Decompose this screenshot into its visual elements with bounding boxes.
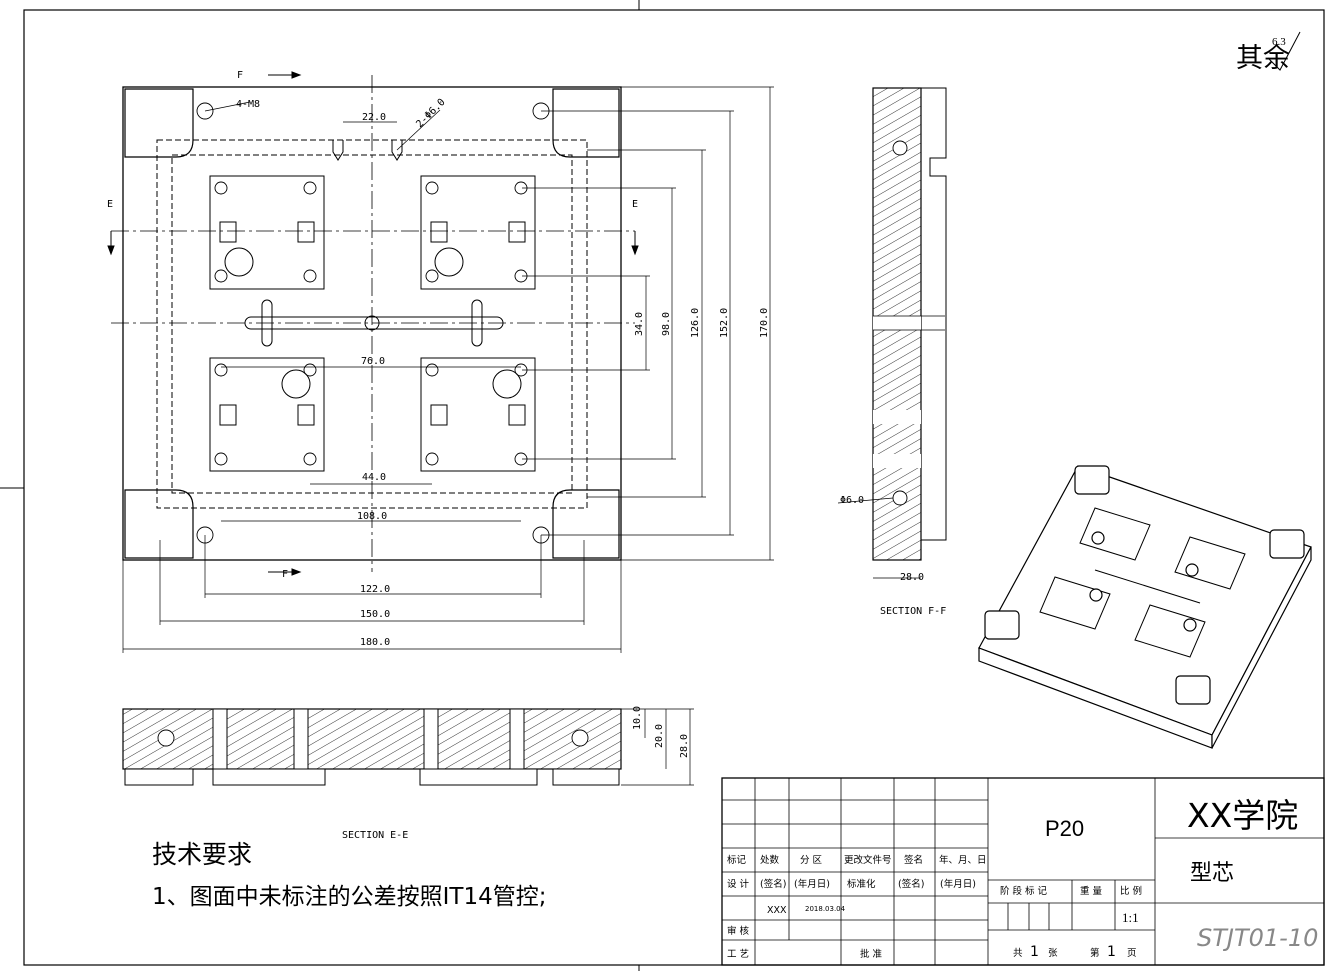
tb-material: P20 — [1045, 816, 1084, 841]
dim-108: 108.0 — [357, 511, 387, 522]
dim-76: 76.0 — [361, 356, 385, 367]
section-ee-title: SECTION E-E — [342, 830, 408, 841]
tb-review: 审 核 — [727, 925, 750, 937]
dim-170: 170.0 — [759, 308, 770, 338]
tb-std: 标准化 — [847, 878, 876, 890]
section-arrows — [107, 71, 639, 576]
tb-h-mark: 标记 — [727, 854, 747, 866]
dim-44: 44.0 — [362, 472, 386, 483]
tb-sign1: (签名) — [760, 878, 786, 890]
dim-22: 22.0 — [362, 112, 386, 123]
tb-total-post: 张 — [1048, 948, 1058, 959]
dimension-lines — [122, 86, 774, 653]
dim-150: 150.0 — [360, 609, 390, 620]
tb-stage: 阶 段 标 记 — [1000, 885, 1048, 897]
tb-design: 设 计 — [727, 878, 750, 890]
ee-dim-20: 20.0 — [654, 724, 665, 748]
tb-weight: 重 量 — [1080, 885, 1103, 897]
tb-designer: XXX — [767, 905, 787, 916]
tb-scale: 1:1 — [1122, 910, 1139, 925]
tb-sign2: (签名) — [898, 878, 924, 890]
corner-boss — [124, 88, 620, 559]
tb-date1: (年月日) — [794, 878, 830, 890]
tb-date2: (年月日) — [940, 878, 976, 890]
roughness-value: 6.3 — [1272, 36, 1286, 48]
insert-pocket — [209, 175, 536, 472]
dim-126: 126.0 — [690, 308, 701, 338]
tb-total-pre: 共 — [1013, 948, 1023, 959]
runner — [244, 299, 504, 347]
main-plan-view: 4-M8 2-Φ6.0 22.0 76.0 44.0 108.0 122.0 1… — [107, 70, 774, 653]
tb-part-name: 型芯 — [1190, 861, 1234, 886]
tech-req-line1: 1、图面中未标注的公差按照IT14管控; — [152, 884, 546, 910]
tb-scale-label: 比 例 — [1120, 885, 1142, 897]
tb-h-sign: 签名 — [904, 854, 923, 866]
tb-no-pre: 第 — [1090, 947, 1100, 959]
technical-requirements: 技术要求 1、图面中未标注的公差按照IT14管控; — [152, 840, 546, 910]
section-ff-view: 28.0 Φ6.0 SECTION F-F — [837, 87, 947, 617]
dim-152: 152.0 — [719, 308, 730, 338]
tb-design-date: 2018.03.04 — [805, 905, 846, 913]
tech-req-heading: 技术要求 — [152, 840, 252, 869]
dim-180: 180.0 — [360, 637, 390, 648]
section-mark-f-top: F — [237, 70, 243, 81]
tb-h-doc: 更改文件号 — [844, 854, 892, 866]
section-ff-title: SECTION F-F — [880, 606, 946, 617]
dim-2-pin: 2-Φ6.0 — [414, 97, 447, 130]
dim-34: 34.0 — [634, 312, 645, 336]
tb-drawing-no: STJT01-10 — [1197, 924, 1318, 952]
isometric-view — [978, 465, 1312, 749]
tb-process: 工 艺 — [727, 949, 749, 960]
tb-total: 1 — [1030, 944, 1039, 960]
tb-h-zone: 分 区 — [800, 855, 823, 866]
ee-dim-10: 10.0 — [632, 706, 643, 730]
dim-4-m8: 4-M8 — [236, 99, 260, 110]
tb-institute: XX学院 — [1187, 796, 1298, 835]
tb-approve: 批 准 — [860, 948, 883, 960]
tb-no: 1 — [1107, 944, 1116, 960]
title-block: 标记 处数 分 区 更改文件号 签名 年、月、日 设 计 (签名) (年月日) … — [721, 777, 1325, 966]
section-mark-e-left: E — [107, 199, 113, 210]
dim-122: 122.0 — [360, 584, 390, 595]
dim-98: 98.0 — [661, 312, 672, 336]
section-ee-view: 10.0 20.0 28.0 SECTION E-E — [122, 706, 694, 841]
ff-dim-dia6: Φ6.0 — [840, 495, 864, 506]
tb-h-date: 年、月、日 — [939, 854, 987, 866]
ee-dim-28: 28.0 — [679, 734, 690, 758]
tb-no-post: 页 — [1127, 948, 1137, 959]
section-mark-f-bottom: F — [282, 569, 288, 580]
tb-h-count: 处数 — [760, 854, 780, 866]
ff-dim-28: 28.0 — [900, 572, 924, 583]
roughness-symbol: 其余 6.3 — [1236, 31, 1301, 74]
section-mark-e-right: E — [632, 199, 638, 210]
